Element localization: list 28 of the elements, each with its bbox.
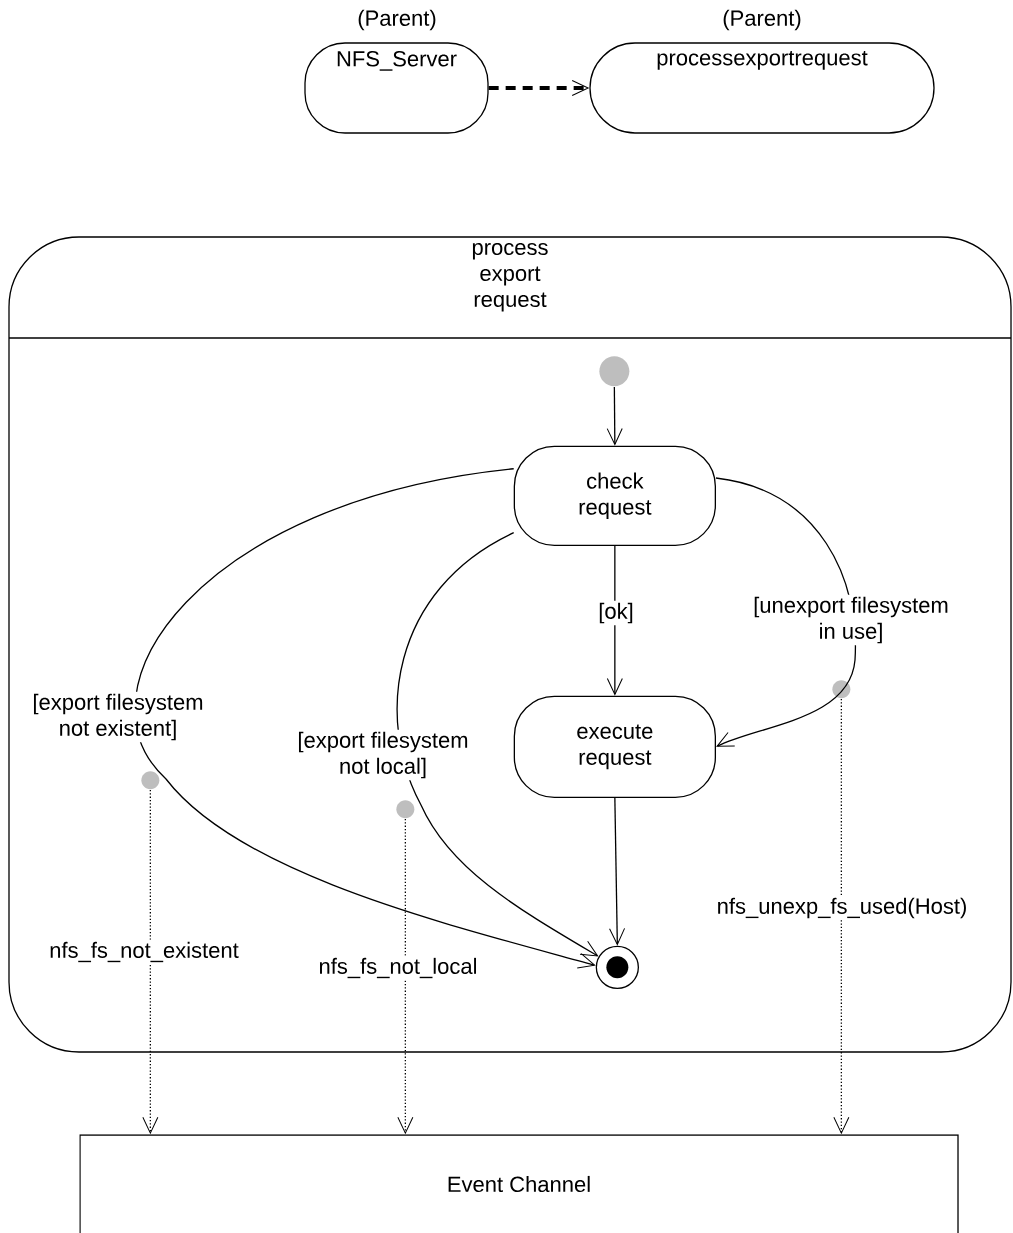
edge-label: nfs_fs_not_local xyxy=(316,955,480,981)
event-arrow xyxy=(142,789,159,1134)
final-state xyxy=(595,945,639,989)
transition-arrow xyxy=(606,386,623,446)
edge-label: [ok] xyxy=(596,600,636,626)
transition-arrow xyxy=(135,468,596,969)
event-arrow xyxy=(397,818,414,1134)
junction-dot xyxy=(832,680,851,699)
transition-arrow xyxy=(396,532,599,957)
edge-label: [unexport filesystem in use] xyxy=(744,594,958,646)
edge-label: [export filesystem not existent] xyxy=(16,691,220,743)
parent-label: (Parent) xyxy=(723,9,801,31)
edge-label: nfs_unexp_fs_used(Host) xyxy=(714,895,970,921)
state-box: NFS_Server xyxy=(304,42,489,134)
event-arrow xyxy=(833,698,850,1134)
action-state: check request xyxy=(513,445,716,546)
edge-label: nfs_fs_not_existent xyxy=(47,939,241,965)
state-box: processexportrequest xyxy=(589,42,935,134)
parent-label: (Parent) xyxy=(358,9,436,31)
dependency-arrow xyxy=(488,80,589,96)
action-state: execute request xyxy=(513,695,716,798)
junction-dot xyxy=(141,771,160,790)
initial-state xyxy=(599,356,630,387)
junction-dot xyxy=(396,800,415,819)
transition-arrow xyxy=(715,477,856,747)
channel-box: Event Channel xyxy=(79,1134,959,1233)
transition-arrow xyxy=(609,797,626,946)
edge-label: [export filesystem not local] xyxy=(281,729,485,781)
